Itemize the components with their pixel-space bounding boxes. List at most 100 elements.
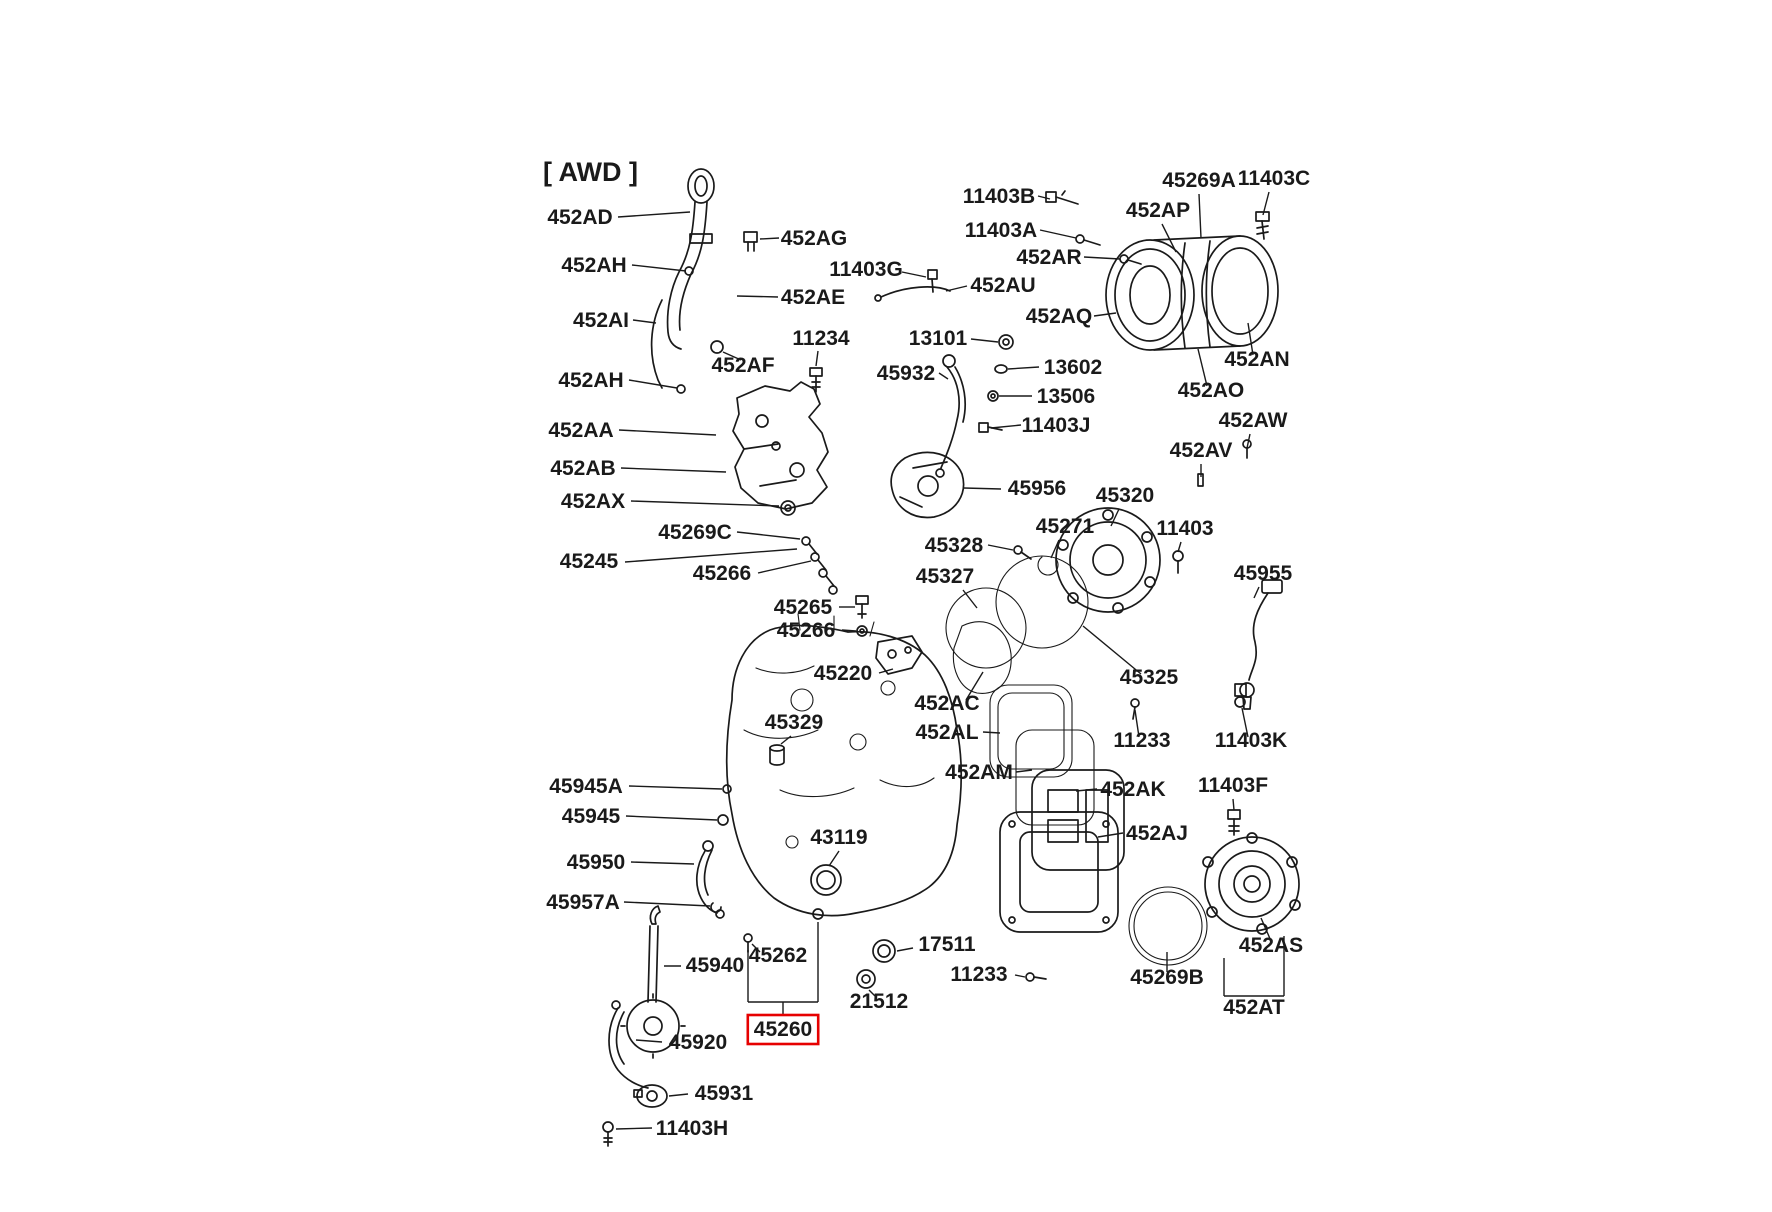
- part-label-452ak[interactable]: 452AK: [1100, 778, 1165, 801]
- leader-line: [1262, 191, 1270, 216]
- part-label-11233[interactable]: 11233: [1113, 729, 1170, 752]
- leader-line: [736, 531, 801, 540]
- part-gasket-452al: [989, 684, 1073, 778]
- part-label-11403h[interactable]: 11403H: [656, 1117, 728, 1140]
- part-label-452ae[interactable]: 452AE: [781, 286, 845, 309]
- part-label-452au[interactable]: 452AU: [970, 274, 1035, 297]
- part-ring-452af: [710, 340, 724, 354]
- part-label-452al[interactable]: 452AL: [915, 721, 978, 744]
- part-label-452ah[interactable]: 452AH: [561, 254, 626, 277]
- part-label-11403c[interactable]: 11403C: [1238, 167, 1310, 190]
- leader-line: [970, 338, 999, 343]
- part-label-45220[interactable]: 45220: [814, 662, 872, 685]
- leader-line: [841, 629, 857, 632]
- part-label-45329[interactable]: 45329: [765, 711, 823, 734]
- part-label-13506[interactable]: 13506: [1037, 385, 1095, 408]
- part-label-45269a[interactable]: 45269A: [1162, 169, 1236, 192]
- part-label-45269b[interactable]: 45269B: [1130, 966, 1204, 989]
- part-bracket-45220: [875, 635, 923, 675]
- part-label-452ag[interactable]: 452AG: [781, 227, 848, 250]
- part-bolt-11403: [1172, 550, 1184, 574]
- part-bolt-452aw: [1242, 439, 1252, 459]
- part-label-45266[interactable]: 45266: [777, 619, 835, 642]
- part-label-43119[interactable]: 43119: [810, 826, 867, 849]
- part-label-452am[interactable]: 452AM: [945, 761, 1013, 784]
- part-label-45920[interactable]: 45920: [669, 1031, 727, 1054]
- part-label-452an[interactable]: 452AN: [1224, 348, 1289, 371]
- part-label-45265[interactable]: 45265: [774, 596, 833, 619]
- part-rod-452au: [874, 286, 951, 302]
- part-label-11403a[interactable]: 11403A: [965, 219, 1037, 242]
- leader-line: [1083, 256, 1121, 260]
- part-label-45328[interactable]: 45328: [925, 534, 984, 557]
- part-label-45269c[interactable]: 45269C: [658, 521, 732, 544]
- leader-line: [990, 424, 1022, 429]
- leader-line: [1037, 195, 1051, 200]
- part-label-11233[interactable]: 11233: [950, 963, 1007, 986]
- part-label-452ar[interactable]: 452AR: [1016, 246, 1081, 269]
- part-label-11234[interactable]: 11234: [792, 327, 850, 350]
- part-label-11403b[interactable]: 11403B: [963, 185, 1035, 208]
- part-label-11403g[interactable]: 11403G: [829, 258, 903, 281]
- part-gasket-45325: [995, 555, 1089, 649]
- part-converter-housing-45320: [1055, 507, 1161, 614]
- part-label-45932[interactable]: 45932: [877, 362, 935, 385]
- part-label-11403j[interactable]: 11403J: [1022, 414, 1091, 437]
- part-pin-45945a: [722, 784, 732, 794]
- part-bolt-set-45269c: [801, 536, 838, 595]
- part-label-452ah[interactable]: 452AH: [558, 369, 623, 392]
- part-rod-452ai: [650, 299, 663, 389]
- part-washer-45266: [856, 625, 868, 637]
- part-label-45957a[interactable]: 45957A: [546, 891, 620, 914]
- leader-line: [1260, 917, 1272, 942]
- part-label-45320[interactable]: 45320: [1096, 484, 1154, 507]
- part-label-17511[interactable]: 17511: [918, 933, 976, 956]
- part-sensor-45931: [633, 1084, 668, 1108]
- part-label-45262[interactable]: 45262: [749, 944, 807, 967]
- part-label-45940[interactable]: 45940: [686, 954, 744, 977]
- part-label-452aa[interactable]: 452AA: [548, 419, 613, 442]
- part-label-45325[interactable]: 45325: [1120, 666, 1179, 689]
- part-label-452ap[interactable]: 452AP: [1126, 199, 1190, 222]
- part-label-45271[interactable]: 45271: [1036, 515, 1095, 538]
- leader-line: [635, 1039, 663, 1043]
- part-label-11403k[interactable]: 11403K: [1215, 729, 1287, 752]
- leader-line: [668, 1093, 689, 1097]
- part-label-452ac[interactable]: 452AC: [914, 692, 979, 715]
- part-label-452av[interactable]: 452AV: [1170, 439, 1233, 462]
- part-label-452ad[interactable]: 452AD: [547, 206, 612, 229]
- part-label-45327[interactable]: 45327: [916, 565, 974, 588]
- part-bolt-11233-lower: [1025, 972, 1047, 982]
- part-label-21512[interactable]: 21512: [850, 990, 908, 1013]
- part-label-452as[interactable]: 452AS: [1239, 934, 1303, 957]
- part-label-13602[interactable]: 13602: [1044, 356, 1102, 379]
- leader-line: [1097, 832, 1124, 838]
- part-bolt-45265: [855, 595, 869, 619]
- part-label-45950[interactable]: 45950: [567, 851, 625, 874]
- part-plug-45329: [769, 744, 785, 766]
- part-label-11403f[interactable]: 11403F: [1198, 774, 1268, 797]
- part-label-45266[interactable]: 45266: [693, 562, 751, 585]
- part-label-45955[interactable]: 45955: [1234, 562, 1293, 585]
- part-label-452ai[interactable]: 452AI: [573, 309, 629, 332]
- part-label-452aq[interactable]: 452AQ: [1026, 305, 1093, 328]
- part-label-452aj[interactable]: 452AJ: [1126, 822, 1188, 845]
- part-label-45245[interactable]: 45245: [560, 550, 619, 573]
- part-label-45931[interactable]: 45931: [695, 1082, 754, 1105]
- highlighted-part-box: [746, 1013, 820, 1046]
- part-label-45260[interactable]: 45260: [754, 1018, 812, 1041]
- part-label-452af[interactable]: 452AF: [711, 354, 774, 377]
- part-label-452at[interactable]: 452AT: [1223, 996, 1285, 1019]
- part-label-452ao[interactable]: 452AO: [1178, 379, 1245, 402]
- leader-line: [722, 351, 742, 361]
- part-oil-filler-tube: [666, 168, 715, 350]
- part-label-452aw[interactable]: 452AW: [1219, 409, 1288, 432]
- part-label-11403[interactable]: 11403: [1156, 517, 1213, 540]
- part-label-13101[interactable]: 13101: [909, 327, 968, 350]
- diagram-artwork: [602, 168, 1301, 1147]
- part-label-452ax[interactable]: 452AX: [561, 490, 625, 513]
- part-label-452ab[interactable]: 452AB: [550, 457, 615, 480]
- part-label-45956[interactable]: 45956: [1008, 477, 1066, 500]
- part-label-45945a[interactable]: 45945A: [549, 775, 623, 798]
- part-label-45945[interactable]: 45945: [562, 805, 621, 828]
